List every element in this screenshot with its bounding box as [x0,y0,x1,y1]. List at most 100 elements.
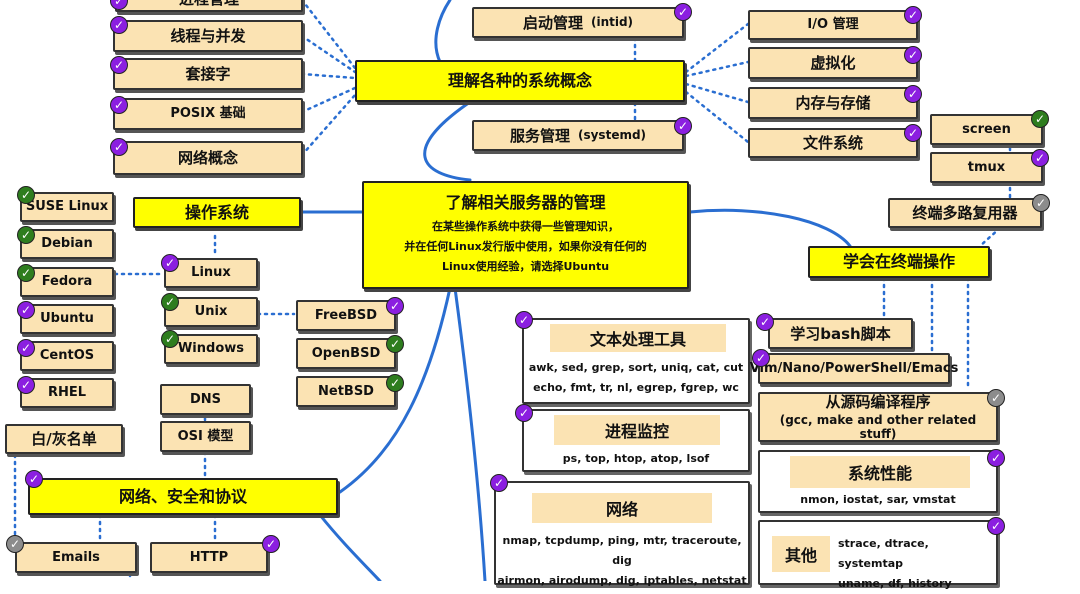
term-editors[interactable]: Vim/Nano/PowerShell/Emacs [750,353,958,384]
distro-rhel[interactable]: RHEL [20,378,114,408]
concept-init-label: 启动管理 [522,13,583,32]
distro-debian-label: Debian [41,236,93,252]
bsd-freebsd-label: FreeBSD [314,307,378,323]
panel-sys-perf[interactable]: 系统性能 nmon, iostat, sar, vmstat [758,450,998,513]
concept-sockets[interactable]: 套接字 [113,58,303,90]
check-icon: ✓ [987,389,1005,407]
concept-process-mgmt[interactable]: 进程管理 [115,0,303,12]
check-icon: ✓ [17,339,35,357]
term-editors-label: Vim/Nano/PowerShell/Emacs [749,360,959,376]
net-emails-label: Emails [52,549,100,565]
panel-other-tools-line-1: strace, dtrace, systemtap [838,537,929,570]
distro-debian[interactable]: Debian [20,229,114,259]
terminal-hub-label: 学会在终端操作 [842,252,955,272]
net-dns[interactable]: DNS [160,384,251,415]
check-icon: ✓ [262,535,280,553]
os-hub-label: 操作系统 [184,202,249,222]
distro-centos[interactable]: CentOS [20,341,114,371]
term-compile[interactable]: 从源码编译程序 (gcc, make and other related stu… [758,392,998,442]
panel-proc-monitor-title: 进程监控 [554,415,720,445]
concept-virtualization[interactable]: 虚拟化 [748,47,918,79]
panel-network-tools-line-1: nmap, tcpdump, ping, mtr, traceroute, di… [502,534,742,567]
bsd-netbsd-label: NetBSD [318,383,374,399]
concept-filesystem[interactable]: 文件系统 [748,128,918,158]
term-mux-label: 终端多路复用器 [912,204,1018,222]
check-icon: ✓ [674,3,692,21]
concept-threads[interactable]: 线程与并发 [113,20,303,52]
term-screen[interactable]: screen [930,114,1043,145]
panel-other-tools-line-2: uname, df, history [838,577,952,590]
center-node[interactable]: 了解相关服务器的管理 在某些操作系统中获得一些管理知识， 并在任何Linux发行… [362,181,689,289]
check-icon: ✓ [987,449,1005,467]
link-center-tools [453,286,487,581]
concept-init-note: (intid) [590,15,634,30]
concept-init[interactable]: 启动管理 (intid) [472,7,684,38]
panel-proc-monitor[interactable]: 进程监控 ps, top, htop, atop, lsof [522,409,750,472]
link-concepts-center [423,100,472,182]
panel-network-tools-line-2: airmon, airodump, dig, iptables, netstat [497,574,747,587]
concept-service-note: (systemd) [577,128,647,143]
concept-memory[interactable]: 内存与存储 [748,87,918,119]
term-screen-label: screen [962,121,1011,137]
check-icon: ✓ [904,85,922,103]
family-linux[interactable]: Linux [164,258,258,288]
check-icon: ✓ [161,254,179,272]
panel-sys-perf-title: 系统性能 [790,456,970,488]
panel-other-tools[interactable]: 其他 strace, dtrace, systemtap uname, df, … [758,520,998,590]
os-hub[interactable]: 操作系统 [133,197,301,228]
check-icon: ✓ [110,138,128,156]
panel-network-tools[interactable]: 网络 nmap, tcpdump, ping, mtr, traceroute,… [494,481,750,587]
family-unix[interactable]: Unix [164,297,258,327]
term-tmux-label: tmux [967,159,1006,175]
bsd-netbsd[interactable]: NetBSD [296,376,396,407]
term-bash[interactable]: 学习bash脚本 [768,318,913,349]
check-icon: ✓ [110,96,128,114]
panel-text-tools[interactable]: 文本处理工具 awk, sed, grep, sort, uniq, cat, … [522,318,750,404]
check-icon: ✓ [904,124,922,142]
concept-sockets-label: 套接字 [185,65,231,83]
concept-posix[interactable]: POSIX 基础 [113,98,303,130]
concept-service-label: 服务管理 [509,126,570,145]
net-osi-label: OSI 模型 [177,428,234,444]
distro-fedora-label: Fedora [41,274,93,290]
panel-text-tools-title: 文本处理工具 [550,324,726,352]
term-mux[interactable]: 终端多路复用器 [888,198,1042,228]
check-icon: ✓ [1032,194,1050,212]
check-icon: ✓ [674,117,692,135]
check-icon: ✓ [110,16,128,34]
term-compile-sub: (gcc, make and other related stuff) [779,412,977,441]
net-osi[interactable]: OSI 模型 [160,421,251,452]
check-icon: ✓ [110,56,128,74]
concept-virtualization-label: 虚拟化 [810,54,856,72]
netsec-hub[interactable]: 网络、安全和协议 [28,478,338,515]
check-icon: ✓ [6,535,24,553]
family-unix-label: Unix [194,304,228,320]
concepts-hub-label: 理解各种的系统概念 [447,71,592,91]
panel-text-tools-line-1: awk, sed, grep, sort, uniq, cat, cut [528,361,744,374]
family-windows[interactable]: Windows [164,334,258,364]
check-icon: ✓ [515,311,533,329]
terminal-hub[interactable]: 学会在终端操作 [808,246,990,278]
distro-suse[interactable]: SUSE Linux [20,192,114,222]
term-tmux[interactable]: tmux [930,152,1043,183]
concept-service[interactable]: 服务管理 (systemd) [472,120,684,151]
concept-network[interactable]: 网络概念 [113,141,303,175]
net-emails[interactable]: Emails [15,542,137,573]
connector-lines [13,0,1012,581]
link-concepts-up [434,0,452,64]
check-icon: ✓ [17,376,35,394]
check-icon: ✓ [904,6,922,24]
concept-posix-label: POSIX 基础 [170,106,246,122]
concepts-hub[interactable]: 理解各种的系统概念 [355,60,685,102]
check-icon: ✓ [17,226,35,244]
concept-threads-label: 线程与并发 [170,27,246,45]
bsd-openbsd[interactable]: OpenBSD [296,338,396,369]
net-whitelist[interactable]: 白/灰名单 [5,424,123,454]
net-http[interactable]: HTTP [150,542,268,573]
distro-ubuntu[interactable]: Ubuntu [20,304,114,334]
concept-io[interactable]: I/O 管理 [748,10,918,40]
bsd-freebsd[interactable]: FreeBSD [296,300,396,331]
distro-centos-label: CentOS [39,348,95,364]
check-icon: ✓ [1031,110,1049,128]
distro-fedora[interactable]: Fedora [20,267,114,297]
